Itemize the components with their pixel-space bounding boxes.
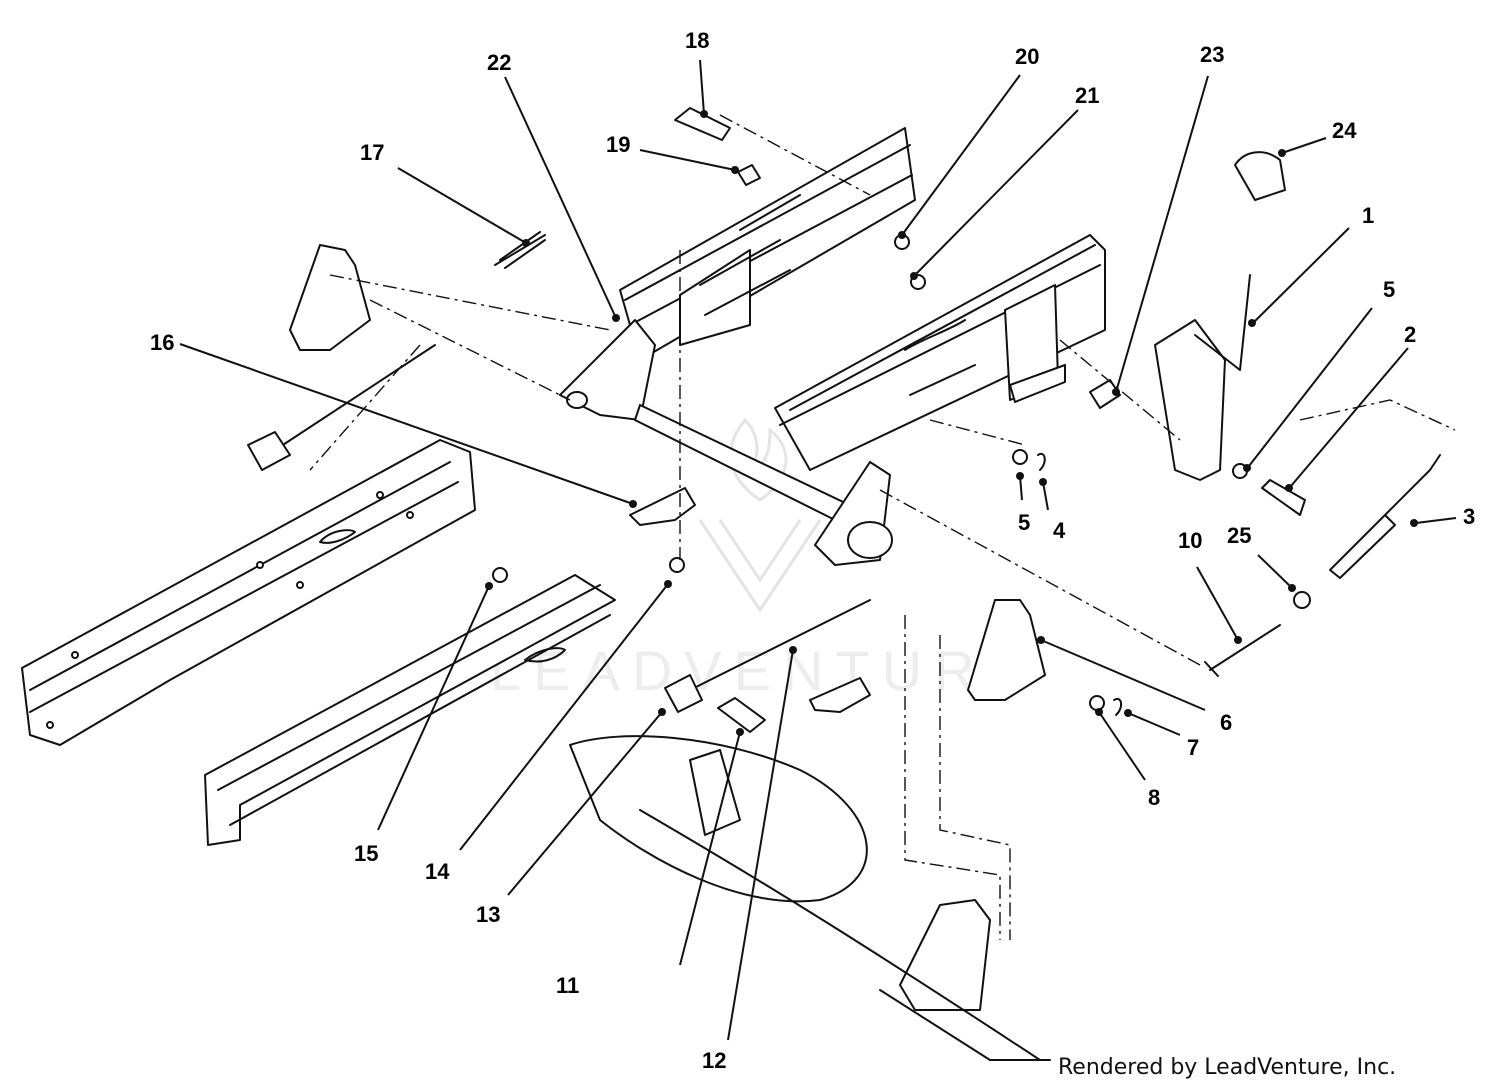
callout-22: 22	[487, 50, 511, 75]
callout-18: 18	[685, 28, 709, 53]
callout-8: 8	[1148, 785, 1160, 810]
callout-5-lower: 5	[1018, 510, 1030, 535]
height-plate-lower	[967, 599, 1046, 701]
parts-drawing	[21, 107, 1441, 1061]
handle-rod-3	[1329, 514, 1396, 579]
washer-5-lower	[1012, 449, 1028, 465]
lower-left-rail	[204, 574, 616, 846]
callout-1: 1	[1362, 203, 1374, 228]
callout-14: 14	[425, 859, 450, 884]
bolt-11	[717, 697, 766, 733]
callout-23: 23	[1200, 42, 1224, 67]
leader-lines	[179, 59, 1457, 1041]
bolt-18	[674, 107, 731, 141]
watermark-text: LEADVENTURE	[490, 639, 1036, 702]
lever-assembly	[1089, 151, 1286, 481]
callout-3: 3	[1463, 504, 1475, 529]
axle-tube	[559, 319, 893, 566]
callout-10: 10	[1178, 528, 1202, 553]
callout-15: 15	[354, 841, 378, 866]
rod-block-lower	[664, 674, 703, 713]
callout-19: 19	[606, 132, 630, 157]
watermark-logo: LEADVENTURE	[490, 417, 1036, 702]
nut-15	[492, 567, 508, 583]
callout-20: 20	[1015, 44, 1039, 69]
callout-2: 2	[1404, 322, 1416, 347]
callout-7: 7	[1187, 735, 1199, 760]
handle-rod-bend	[1384, 454, 1441, 516]
clip-7	[1113, 697, 1122, 716]
height-plate-upper	[289, 244, 371, 351]
callout-13: 13	[476, 902, 500, 927]
callout-25: 25	[1227, 523, 1251, 548]
callout-11: 11	[556, 973, 579, 998]
nut-14	[669, 557, 685, 573]
left-frame-rail	[21, 439, 476, 746]
nut-25	[1293, 591, 1311, 609]
lower-deck-housing	[569, 735, 1051, 1061]
bolt-2	[1261, 479, 1306, 516]
render-credit: Rendered by LeadVenture, Inc.	[1058, 1055, 1397, 1080]
callout-16: 16	[150, 330, 174, 355]
callout-24: 24	[1332, 118, 1357, 143]
middle-channel	[774, 234, 1106, 471]
clip-right	[809, 677, 871, 713]
callout-17: 17	[360, 140, 384, 165]
callout-4: 4	[1053, 518, 1066, 543]
callout-labels: 1 2 3 4 5 5 6 7 8 10 11 12 13 14 15 16 1…	[150, 28, 1475, 1073]
bolt-19	[737, 164, 761, 186]
washer-8	[1089, 695, 1105, 711]
callout-12: 12	[702, 1048, 726, 1073]
rod-block-upper	[247, 431, 291, 471]
alignment-lines	[309, 114, 1456, 940]
callout-5-upper: 5	[1383, 277, 1395, 302]
rod-lower	[689, 599, 871, 691]
clip-4	[1037, 452, 1046, 471]
mounting-bracket	[1004, 284, 1066, 403]
rod-10	[1204, 624, 1281, 677]
clip-left	[629, 487, 696, 526]
spring-17	[494, 231, 546, 269]
callout-6: 6	[1220, 710, 1232, 735]
callout-21: 21	[1075, 83, 1099, 108]
upper-channel	[619, 127, 916, 361]
